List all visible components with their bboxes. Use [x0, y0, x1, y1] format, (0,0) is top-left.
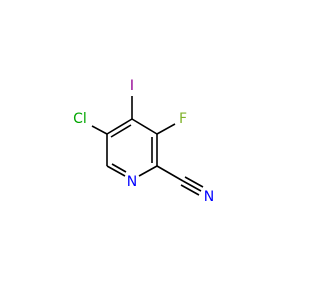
bonds: [91, 96, 204, 196]
bond-c5-chlorine: [91, 125, 108, 135]
bond-n1-c2: [138, 165, 158, 177]
bond-c6-n1: [106, 165, 126, 177]
atom-labels: Cl I F N N: [73, 78, 214, 205]
bond-nitrile-triple-upper: [184, 176, 204, 188]
atom-label-fluorine: F: [179, 111, 187, 127]
atom-label-nitrile-nitrogen: N: [204, 189, 214, 205]
bond-c4-c5: [106, 118, 133, 135]
bond-c4-c5-inner: [110, 124, 132, 138]
bond-nitrile-triple-lower: [180, 184, 200, 196]
atom-label-ring-nitrogen: N: [127, 174, 137, 190]
bond-c3-c4: [131, 118, 158, 135]
bond-c3-fluorine: [156, 123, 176, 135]
bond-nitrile-triple-center: [182, 180, 202, 192]
atom-label-iodine: I: [130, 78, 134, 94]
atom-label-chlorine: Cl: [73, 111, 87, 127]
bond-c2-nitrile-carbon: [156, 165, 184, 182]
bond-c6-n1-inner: [111, 163, 127, 173]
molecule-structure: Cl I F N N: [73, 78, 214, 205]
